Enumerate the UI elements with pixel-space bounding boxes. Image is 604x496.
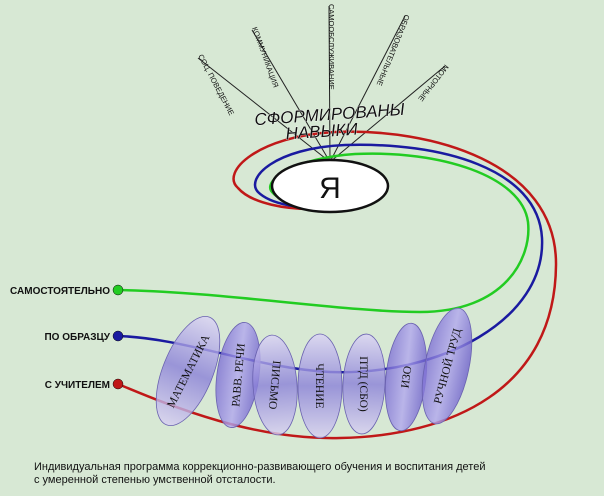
- skill-label: ОБРАЗОВАТЕЛЬНЫЕ: [375, 13, 412, 87]
- skills-title-line2: НАВЫКИ: [285, 119, 359, 143]
- spiral-red: [117, 130, 558, 440]
- skill-label: СОЦ. ПОВЕДЕНИЕ: [196, 53, 236, 117]
- subject-oval: [421, 307, 473, 425]
- level-label: С УЧИТЕЛЕМ: [45, 380, 110, 391]
- subject-label: ИЗО: [399, 365, 414, 389]
- caption: Индивидуальная программа коррекционно-ра…: [34, 461, 594, 487]
- caption-line-2: с умеренной степенью умственной отсталос…: [34, 474, 276, 486]
- self-ellipse: [270, 158, 390, 214]
- subject-oval: [297, 333, 343, 439]
- skill-label: САМООБСЛУЖИВАНИЕ: [327, 4, 336, 90]
- caption-line-1: Индивидуальная программа коррекционно-ра…: [34, 461, 486, 473]
- subject-label: ЧТЕНИЕ: [313, 363, 325, 408]
- self-label: Я: [319, 172, 341, 205]
- level-dot: [112, 284, 124, 296]
- level-dot: [112, 378, 124, 390]
- subject-oval: [155, 316, 221, 426]
- spiral-blue: [117, 143, 544, 374]
- spiral-green: [117, 152, 530, 314]
- level-markers: САМОСТОЯТЕЛЬНО ПО ОБРАЗЦУ С УЧИТЕЛЕМ: [10, 284, 124, 391]
- skill-ray: [251, 29, 331, 163]
- level-label: САМОСТОЯТЕЛЬНО: [10, 286, 110, 297]
- level-label: ПО ОБРАЗЦУ: [44, 332, 110, 343]
- subject-label: РАВВ. РЕЧИ: [230, 343, 247, 407]
- skill-ray: [328, 5, 331, 163]
- skill-ray: [329, 15, 406, 163]
- skill-ray: [197, 57, 331, 163]
- subject-label: ПИСЬМО: [266, 360, 282, 410]
- level-dot: [112, 330, 124, 342]
- skill-label: КОММУНИКАЦИЯ: [250, 26, 280, 89]
- subject-label: ПТД (СБО): [357, 356, 369, 412]
- subject-oval: [252, 334, 298, 436]
- skill-label: МОТОРНЫЕ: [416, 63, 450, 103]
